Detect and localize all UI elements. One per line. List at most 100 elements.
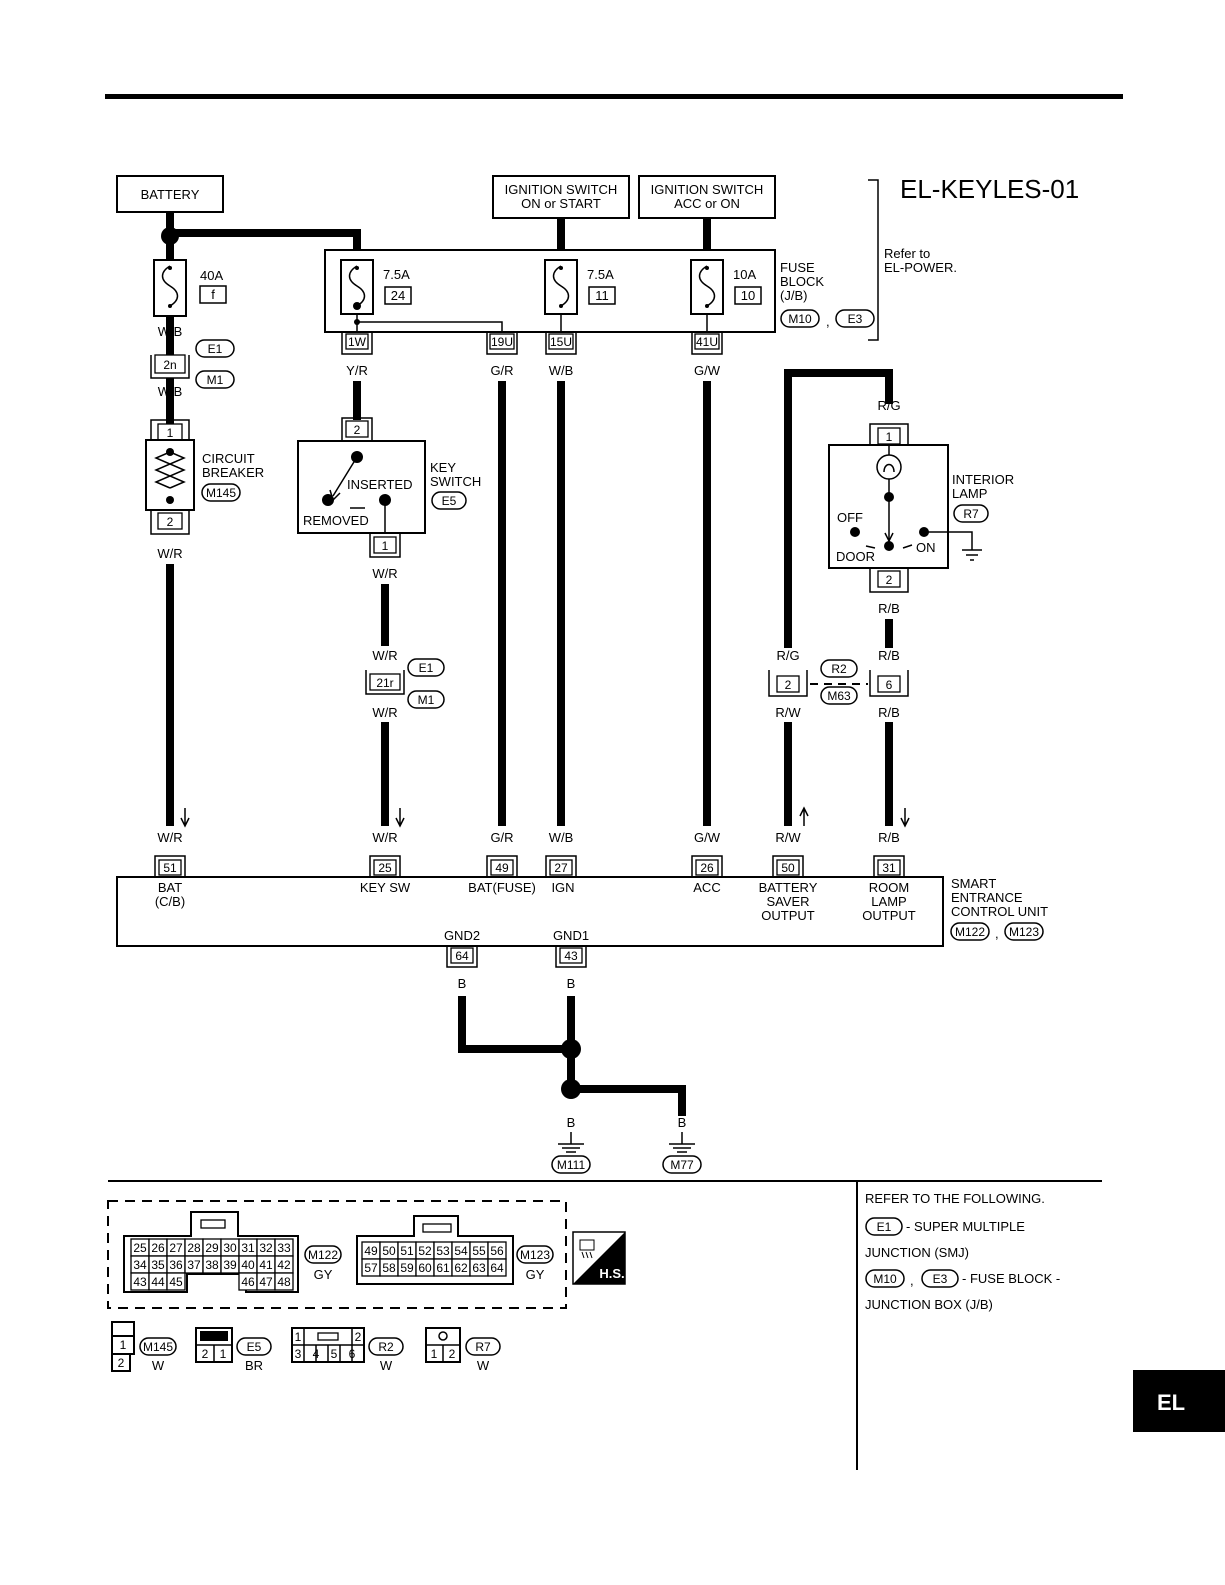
svg-text:31: 31	[882, 861, 896, 875]
ref-smj-text: - SUPER MULTIPLE	[906, 1219, 1025, 1234]
cb-dot-bottom	[166, 496, 174, 504]
svg-text:3: 3	[295, 1347, 302, 1361]
ground-symbol-m111	[558, 1132, 584, 1153]
connector-pin-number: 30	[223, 1241, 237, 1255]
wb-label-a: W/B	[158, 324, 183, 339]
wb-label-27: W/B	[549, 830, 574, 845]
connector-pin-number: 50	[382, 1244, 396, 1258]
rg-wire	[784, 369, 893, 648]
wb-label-top: W/B	[549, 363, 574, 378]
connector-r2-face: 1 2 3 4 5 6	[291, 1327, 365, 1363]
connector-pin-number: 54	[454, 1244, 468, 1258]
key-switch-pin-bottom: 1	[369, 533, 401, 558]
cu-name-51-b: (C/B)	[155, 894, 185, 909]
lamp-label-1: INTERIOR	[952, 472, 1014, 487]
gnd2-label: GND2	[444, 928, 480, 943]
b-label-m111: B	[567, 1115, 576, 1130]
svg-text:1: 1	[220, 1347, 227, 1361]
fb-terminal-15u: 15U	[545, 333, 577, 355]
svg-text:2: 2	[354, 423, 361, 437]
svg-text:26: 26	[700, 861, 714, 875]
connector-pin-number: 58	[382, 1261, 396, 1275]
lamp-off: OFF	[837, 510, 863, 525]
rb-label-1: R/B	[878, 601, 900, 616]
ref-jb-text: - FUSE BLOCK -	[962, 1271, 1060, 1286]
ref-jb-sep: ,	[910, 1273, 914, 1288]
cu-conn1	[950, 922, 990, 941]
joint-r2-left: 2	[768, 670, 808, 697]
joint-21r-conn2-text: M1	[418, 693, 435, 707]
fuse-40a-num: f	[211, 287, 215, 302]
connector-pin-cell	[274, 1272, 294, 1291]
cu-conn2-text: M123	[1009, 925, 1039, 939]
connector-pin-number: 35	[151, 1258, 165, 1272]
joint-r2-right: 6	[869, 670, 909, 697]
connector-pin-number: 27	[169, 1241, 183, 1255]
ground-m77-text: M77	[670, 1158, 694, 1172]
connector-pin-number: 60	[418, 1261, 432, 1275]
svg-text:1: 1	[120, 1338, 127, 1352]
connector-pin-number: 47	[259, 1275, 273, 1289]
joint-21r-conn2	[407, 690, 445, 709]
ks-inserted: INSERTED	[347, 477, 413, 492]
connector-pin-number: 61	[436, 1261, 450, 1275]
ks-label-1: KEY	[430, 460, 456, 475]
cu-connector-frame	[107, 1200, 567, 1309]
wr-label-cb: W/R	[157, 546, 182, 561]
ks-wr-label-3: W/R	[372, 705, 397, 720]
cu-label-3: CONTROL UNIT	[951, 904, 1048, 919]
connector-pin-number: 64	[490, 1261, 504, 1275]
ks-wr-label-2: W/R	[372, 648, 397, 663]
top-rule	[105, 94, 1123, 99]
rw-label-1: R/W	[775, 705, 801, 720]
connector-pin-number: 37	[187, 1258, 201, 1272]
svg-text:11: 11	[595, 288, 609, 303]
ign-on-start-box	[492, 175, 630, 219]
cu-name-31-c: OUTPUT	[862, 908, 916, 923]
svg-text:21r: 21r	[376, 676, 393, 690]
svg-text:4: 4	[313, 1347, 320, 1361]
m145-oval	[139, 1337, 177, 1356]
fb-label-2: BLOCK	[780, 274, 824, 289]
battery-label: BATTERY	[141, 187, 200, 202]
r7-color: W	[477, 1358, 490, 1373]
svg-text:1: 1	[431, 1347, 438, 1361]
b-label-64: B	[458, 976, 467, 991]
lamp-on: ON	[916, 540, 936, 555]
cu-pin-25: 25	[369, 855, 401, 877]
battery-junction	[161, 227, 179, 245]
svg-text:19U: 19U	[491, 335, 513, 349]
svg-text:15U: 15U	[550, 335, 572, 349]
connector-pin-number: 36	[169, 1258, 183, 1272]
e5-color: BR	[245, 1358, 263, 1373]
lamp-ground	[924, 531, 982, 561]
connector-pin-number: 32	[259, 1241, 273, 1255]
cu-name-50-a: BATTERY	[759, 880, 818, 895]
connector-pin-number: 34	[133, 1258, 147, 1272]
connector-pin-number: 53	[436, 1244, 450, 1258]
cu-pin-64: 64	[446, 946, 478, 968]
connector-r7-face: 1 2	[425, 1327, 461, 1363]
section-tab[interactable]	[1133, 1370, 1225, 1432]
ks-label-2: SWITCH	[430, 474, 481, 489]
connector-pin-number: 49	[364, 1244, 378, 1258]
connector-pin-number: 25	[133, 1241, 147, 1255]
joint-2n-conn2	[195, 370, 235, 389]
cu-pin-43: 43	[555, 946, 587, 968]
svg-text:2: 2	[886, 573, 893, 587]
joint-r2-conn2	[820, 686, 858, 705]
connector-pin-number: 51	[400, 1244, 414, 1258]
rg-label-lamp: R/G	[877, 398, 900, 413]
cb-conn-oval	[201, 483, 241, 502]
m123-id: M123	[520, 1248, 550, 1262]
cu-pin-50: 50	[772, 855, 804, 877]
connector-pin-number: 26	[151, 1241, 165, 1255]
arrow-51	[180, 808, 190, 828]
fuse-40a-top	[168, 266, 172, 270]
joint-2n-conn2-text: M1	[207, 373, 224, 387]
section-tab-label[interactable]: EL	[1157, 1390, 1185, 1415]
svg-text:2: 2	[785, 678, 792, 692]
connector-pin-number: 48	[277, 1275, 291, 1289]
